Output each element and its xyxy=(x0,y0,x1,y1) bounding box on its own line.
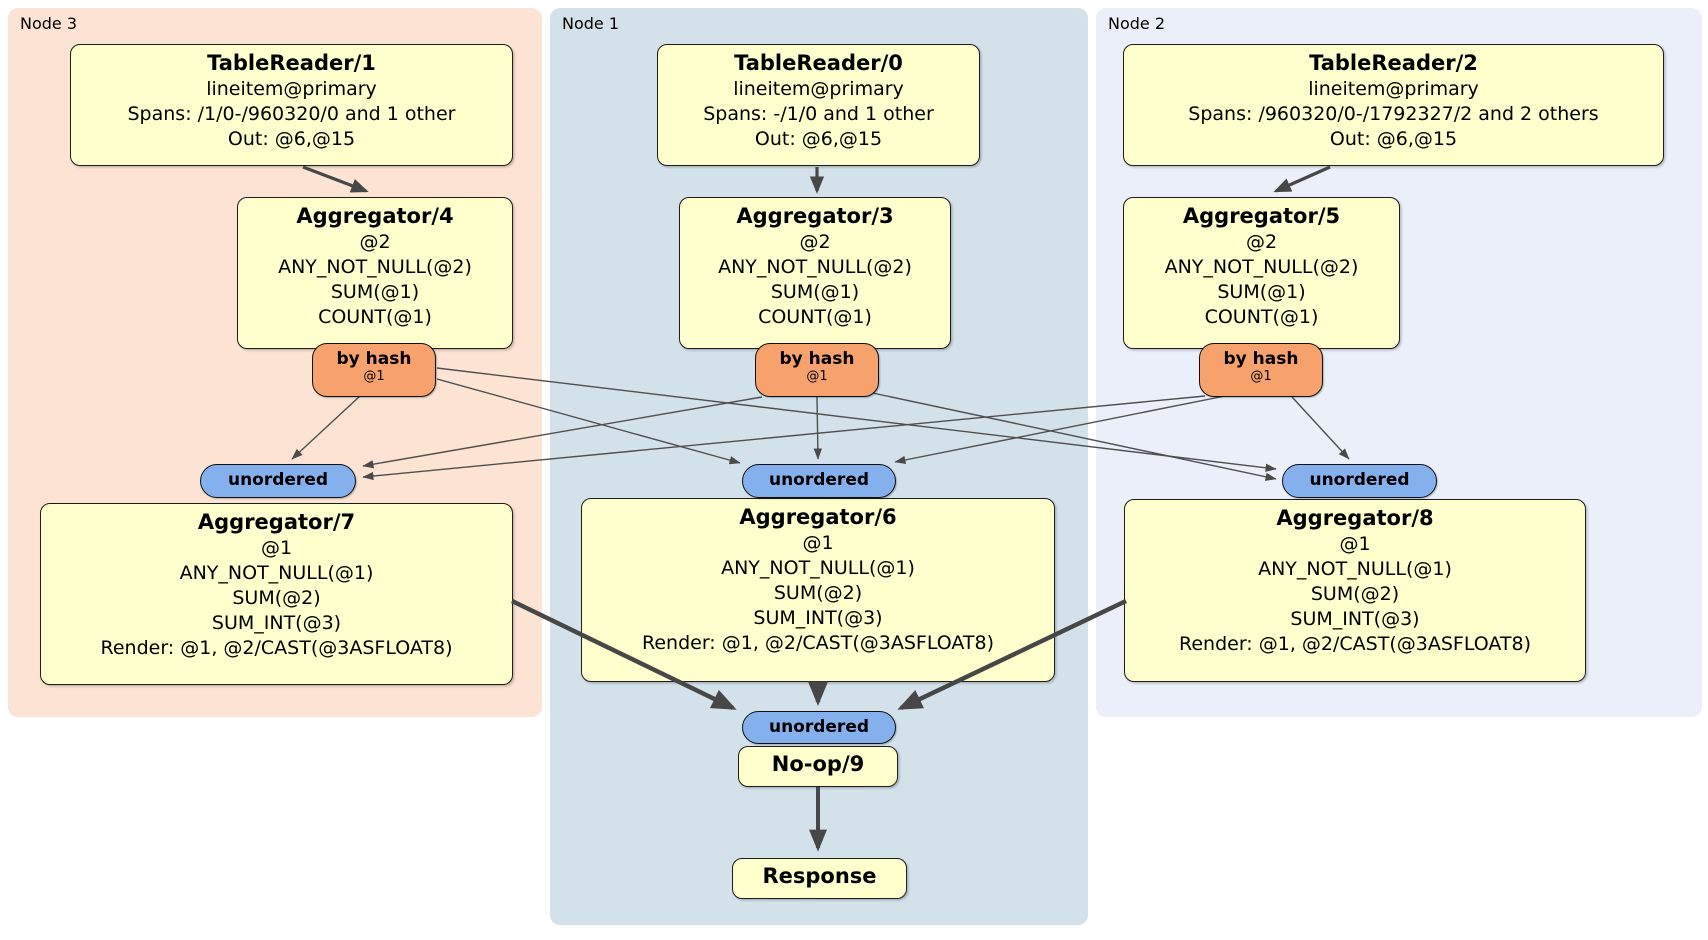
node1-unordered-sync: unordered xyxy=(742,464,896,498)
box-line: @2 xyxy=(359,231,391,253)
aggregator-8-box: Aggregator/8 @1 ANY_NOT_NULL(@1) SUM(@2)… xyxy=(1124,499,1586,682)
tablereader-2-title: TableReader/2 xyxy=(1309,51,1478,75)
box-line: SUM_INT(@3) xyxy=(1290,608,1420,630)
aggregator-7-title: Aggregator/7 xyxy=(197,510,356,534)
box-line: ANY_NOT_NULL(@1) xyxy=(179,562,374,584)
box-line: Spans: /1/0-/960320/0 and 1 other xyxy=(127,103,456,125)
box-line: Out: @6,@15 xyxy=(227,128,356,150)
node3-region-label: Node 3 xyxy=(20,14,78,33)
noop-9-title: No-op/9 xyxy=(771,752,865,776)
router-title: by hash xyxy=(779,349,855,369)
node1-region-label: Node 1 xyxy=(562,14,620,33)
router-detail: @1 xyxy=(1250,369,1272,384)
box-line: SUM_INT(@3) xyxy=(753,607,883,629)
box-line: Out: @6,@15 xyxy=(1329,128,1458,150)
box-line: Out: @6,@15 xyxy=(754,128,883,150)
aggregator-8-title: Aggregator/8 xyxy=(1276,506,1434,530)
router-detail: @1 xyxy=(363,369,385,384)
tablereader-0-box: TableReader/0 lineitem@primary Spans: -/… xyxy=(657,44,980,166)
box-line: lineitem@primary xyxy=(206,78,377,100)
aggregator-6-box: Aggregator/6 @1 ANY_NOT_NULL(@1) SUM(@2)… xyxy=(581,498,1055,682)
box-line: ANY_NOT_NULL(@2) xyxy=(718,256,912,278)
router-detail: @1 xyxy=(806,369,828,384)
aggregator-4-title: Aggregator/4 xyxy=(296,204,454,228)
response-box: Response xyxy=(732,858,907,899)
box-line: Spans: -/1/0 and 1 other xyxy=(703,103,934,125)
box-line: ANY_NOT_NULL(@1) xyxy=(1258,558,1452,580)
box-line: @1 xyxy=(1339,533,1371,555)
aggregator-5-box: Aggregator/5 @2 ANY_NOT_NULL(@2) SUM(@1)… xyxy=(1123,197,1400,349)
box-line: @1 xyxy=(802,532,834,554)
node3-hash-router: by hash @1 xyxy=(312,343,436,397)
box-line: lineitem@primary xyxy=(1308,78,1479,100)
router-title: by hash xyxy=(1223,349,1299,369)
tablereader-1-box: TableReader/1 lineitem@primary Spans: /1… xyxy=(70,44,513,166)
node2-hash-router: by hash @1 xyxy=(1199,343,1323,397)
box-line: SUM_INT(@3) xyxy=(211,612,342,634)
box-line: SUM(@2) xyxy=(1310,583,1400,605)
box-line: SUM(@1) xyxy=(1217,281,1306,303)
aggregator-4-box: Aggregator/4 @2 ANY_NOT_NULL(@2) SUM(@1)… xyxy=(237,197,513,349)
box-line: SUM(@1) xyxy=(770,281,860,303)
box-line: SUM(@2) xyxy=(232,587,321,609)
box-line: Render: @1, @2/CAST(@3ASFLOAT8) xyxy=(100,637,453,659)
aggregator-6-title: Aggregator/6 xyxy=(739,505,897,529)
tablereader-2-box: TableReader/2 lineitem@primary Spans: /9… xyxy=(1123,44,1664,166)
box-line: COUNT(@1) xyxy=(758,306,872,328)
final-unordered-sync: unordered xyxy=(742,711,896,744)
aggregator-7-box: Aggregator/7 @1 ANY_NOT_NULL(@1) SUM(@2)… xyxy=(40,503,513,685)
box-line: @2 xyxy=(799,231,831,253)
box-line: @1 xyxy=(260,537,293,559)
aggregator-5-title: Aggregator/5 xyxy=(1182,204,1341,228)
box-line: Render: @1, @2/CAST(@3ASFLOAT8) xyxy=(642,632,994,654)
box-line: Render: @1, @2/CAST(@3ASFLOAT8) xyxy=(1179,633,1531,655)
box-line: @2 xyxy=(1245,231,1278,253)
box-line: COUNT(@1) xyxy=(318,306,432,328)
node1-hash-router: by hash @1 xyxy=(755,343,879,397)
box-line: COUNT(@1) xyxy=(1204,306,1319,328)
box-line: Spans: /960320/0-/1792327/2 and 2 others xyxy=(1188,103,1599,125)
box-line: ANY_NOT_NULL(@1) xyxy=(721,557,915,579)
box-line: SUM(@1) xyxy=(330,281,420,303)
box-line: SUM(@2) xyxy=(773,582,863,604)
tablereader-1-title: TableReader/1 xyxy=(207,51,376,75)
box-line: ANY_NOT_NULL(@2) xyxy=(278,256,472,278)
router-title: by hash xyxy=(336,349,412,369)
node2-region-label: Node 2 xyxy=(1108,14,1166,33)
node3-unordered-sync: unordered xyxy=(200,464,356,498)
node2-unordered-sync: unordered xyxy=(1282,464,1437,498)
noop-9-box: No-op/9 xyxy=(738,746,898,787)
box-line: lineitem@primary xyxy=(733,78,904,100)
aggregator-3-box: Aggregator/3 @2 ANY_NOT_NULL(@2) SUM(@1)… xyxy=(679,197,951,349)
tablereader-0-title: TableReader/0 xyxy=(734,51,903,75)
box-line: ANY_NOT_NULL(@2) xyxy=(1164,256,1359,278)
aggregator-3-title: Aggregator/3 xyxy=(736,204,894,228)
response-title: Response xyxy=(762,864,877,888)
